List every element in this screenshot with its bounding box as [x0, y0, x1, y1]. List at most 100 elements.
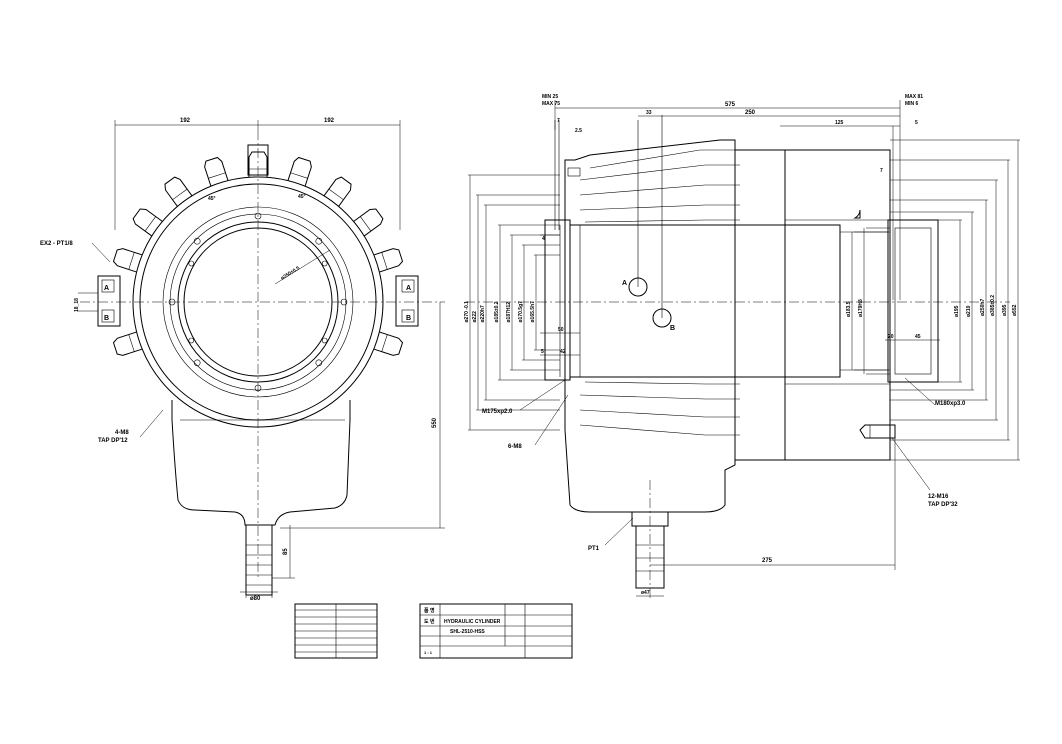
- piston-rod: [569, 224, 841, 378]
- dim-max-right-1: MAX 81: [905, 94, 923, 100]
- bolt-hole: [315, 359, 323, 367]
- note-pt: PT1: [588, 546, 600, 552]
- front-port-a-right: A: [406, 285, 411, 292]
- bolt-hole: [340, 298, 348, 306]
- note-bottom-dia: ø47: [641, 590, 650, 596]
- bolt-hole: [254, 384, 262, 392]
- bolt-hole: [321, 337, 328, 344]
- dim-2-5: 2.5: [575, 128, 582, 134]
- left-port-block: [97, 275, 121, 327]
- lower-housing: [171, 400, 351, 526]
- housing-lug: [373, 331, 404, 356]
- note-bottom-offset: 275: [762, 558, 773, 564]
- housing-lug: [248, 151, 268, 177]
- bolt-hole: [193, 237, 201, 245]
- note-tap-1: 12-M16: [928, 494, 949, 500]
- housing-lug: [132, 208, 163, 237]
- left-dia-d7: ø165.5h7: [530, 301, 536, 323]
- bolt-hole: [193, 359, 201, 367]
- housing-lug: [373, 248, 404, 273]
- left-dia-d5: ø187H12: [506, 302, 512, 323]
- bottom-port-stub: [245, 524, 273, 596]
- dim-top-right: 192: [324, 118, 335, 124]
- front-port-b-right: B: [406, 315, 411, 322]
- dim-overall: 575: [725, 102, 736, 108]
- tap-note-1: 4-M8: [115, 430, 129, 436]
- title-scale: 1 : 1: [424, 650, 433, 655]
- housing-lug: [112, 331, 143, 356]
- bolt-holes: [168, 212, 348, 392]
- angle-left: 45°: [208, 196, 216, 202]
- right-dia-r3: ø195: [954, 305, 960, 317]
- left-dia-d6: ø170.5g7: [518, 301, 524, 323]
- title-drawing-no: SHL-2510-HSS: [450, 629, 485, 635]
- revision-block: [294, 603, 378, 659]
- dim-7a: 7: [557, 118, 560, 124]
- dim-45: 45: [915, 334, 921, 340]
- dim-20: 20: [888, 334, 894, 340]
- dim-min-left-2: MAX 75: [542, 101, 560, 107]
- bolt-hole: [188, 260, 195, 267]
- bolt-hole: [188, 337, 195, 344]
- right-port-block: [395, 275, 419, 327]
- dim-4: 4: [542, 236, 545, 242]
- title-label-2: 도 번: [424, 618, 435, 625]
- dim-42: 42: [560, 349, 566, 355]
- dim-min-left-1: MIN 25: [542, 94, 558, 100]
- tap-note-2: TAP DP'12: [98, 438, 128, 444]
- dim-5-inner: 5: [541, 349, 544, 355]
- housing-lug: [353, 208, 384, 237]
- front-port-b-left: B: [104, 315, 109, 322]
- note-tap-2: TAP DP'32: [928, 502, 958, 508]
- housing-lug: [164, 176, 193, 207]
- housing-lug: [287, 156, 312, 187]
- bolt-hole: [315, 237, 323, 245]
- note-thread-left: M175xp2.0: [482, 409, 513, 415]
- right-flange: [784, 149, 891, 461]
- side-port-b-label: B: [670, 325, 675, 332]
- title-label-1: 품 명: [424, 607, 435, 614]
- port-note: EX2 - PT1/8: [40, 241, 73, 247]
- front-view: A B A B 192 192 550 85 ø80 45° 45° ø250±…: [40, 118, 445, 602]
- end-cap: [887, 219, 939, 383]
- right-dia-r4: ø210: [966, 305, 972, 317]
- dim-5: 5: [915, 120, 918, 126]
- title-product: HYDRAULIC CYLINDER: [444, 619, 501, 625]
- note-thread-right: M180xp3.0: [935, 401, 966, 407]
- dim-bottom-height: 85: [283, 548, 289, 555]
- dim-max-right-2: MIN 6: [905, 101, 919, 107]
- bolt-hole: [321, 260, 328, 267]
- angle-right: 45°: [298, 194, 306, 200]
- side-view: A B MIN 25 MAX 75 575 MAX 81 MIN 6 7 2.5…: [464, 94, 1020, 600]
- dim-bore: ø250±0.5: [280, 265, 301, 281]
- housing-lug: [323, 176, 352, 207]
- right-dia-r2: ø179H8: [858, 299, 864, 317]
- note-bolts: 6-M8: [508, 444, 522, 450]
- left-dia-d3: ø220h7: [480, 305, 486, 322]
- dim-33: 33: [646, 110, 652, 116]
- right-dia-r6: ø385±0.2: [990, 295, 996, 316]
- housing-lug: [204, 156, 229, 187]
- dim-125: 125: [835, 120, 844, 126]
- title-block: 품 명 도 번 HYDRAULIC CYLINDER SHL-2510-HSS …: [419, 603, 573, 659]
- dim-top-left: 192: [180, 118, 191, 124]
- front-port-a-left: A: [104, 285, 109, 292]
- right-dia-r8: ø552: [1012, 304, 1018, 316]
- side-port-a-label: A: [622, 280, 627, 287]
- left-dia-d1: ø270 -0.1: [464, 301, 470, 323]
- bolt-hole: [168, 298, 176, 306]
- dim-250: 250: [745, 110, 756, 116]
- dim-bottom-width: ø80: [250, 596, 261, 602]
- side-housing: [564, 139, 786, 513]
- dim-50: 50: [558, 327, 564, 333]
- left-dia-d2: ø222: [472, 311, 478, 323]
- right-dia-r5: ø250h7: [980, 299, 986, 316]
- housing-lugs: [112, 151, 404, 356]
- dim-7b: 7: [880, 168, 883, 174]
- left-dia-d4: ø185±0.2: [494, 301, 500, 322]
- dim-height: 550: [432, 417, 438, 428]
- bolt-hole: [254, 212, 262, 220]
